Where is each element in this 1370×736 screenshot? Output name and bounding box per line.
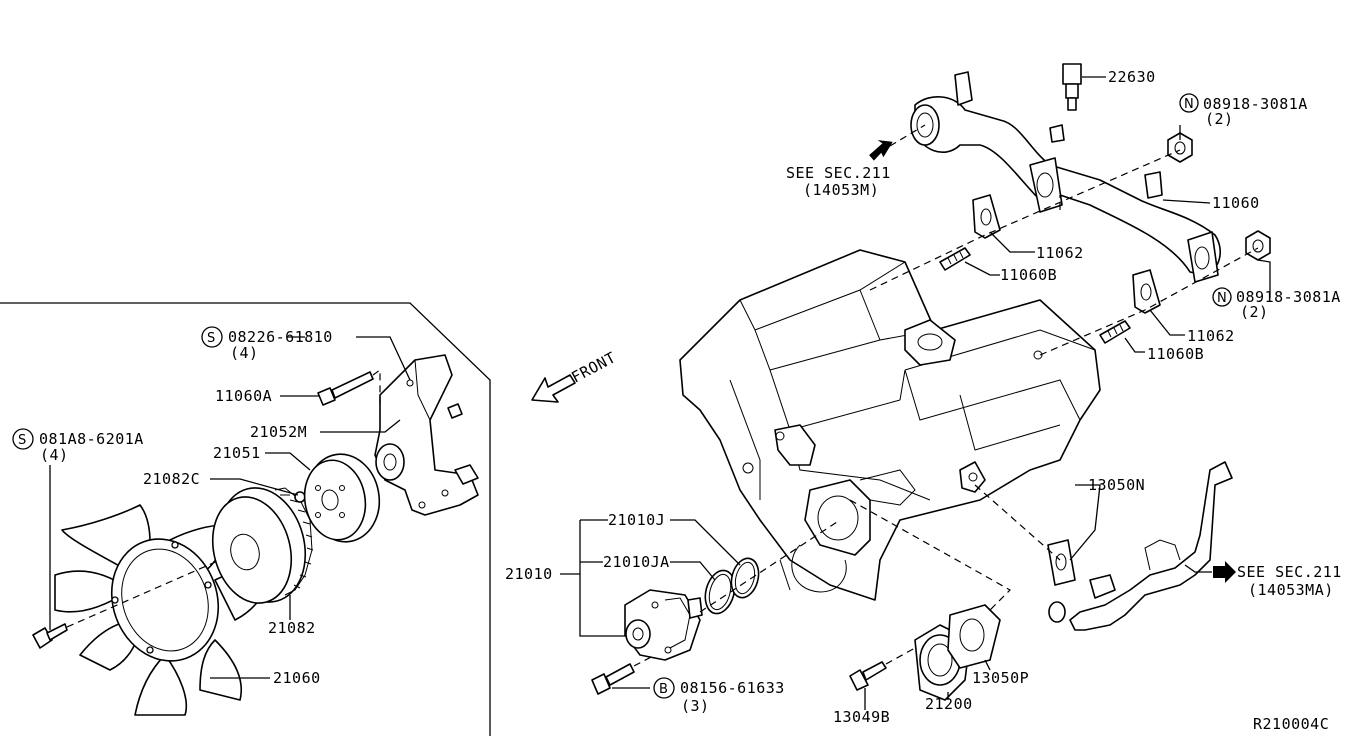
label-front: FRONT	[568, 348, 619, 386]
label-08918-top-qty: (2)	[1205, 110, 1234, 128]
label-081A8-qty: (4)	[40, 446, 69, 464]
inset-frame	[0, 302, 491, 736]
label-11060A: 11060A	[215, 387, 272, 405]
thermostat-bolt	[849, 661, 887, 691]
label-08918-mid: 08918-3081A	[1236, 288, 1341, 306]
o-ring-21010J	[730, 557, 760, 599]
nut-symbol-mid-letter: N	[1217, 291, 1227, 306]
fan-clutch	[211, 487, 314, 604]
front-arrow	[531, 374, 576, 403]
stud-top	[939, 247, 971, 271]
sealant-symbol-08226-letter: S	[207, 331, 215, 346]
sealant-symbol-081A8-letter: S	[18, 433, 26, 448]
o-ring-21010JA	[704, 569, 736, 615]
label-see-sec-top: SEE SEC.211	[786, 164, 891, 182]
label-11060B-mid: 11060B	[1147, 345, 1204, 363]
label-11060: 11060	[1212, 194, 1260, 212]
label-13050N: 13050N	[1088, 476, 1145, 494]
gasket-mid	[1132, 269, 1161, 314]
sealant-symbol-08226	[201, 326, 223, 348]
water-inlet-pipe	[1047, 461, 1233, 631]
engine-block	[679, 249, 1101, 601]
water-pump-bolt	[591, 663, 635, 695]
label-08226-qty: (4)	[230, 344, 259, 362]
fan-pulley	[303, 453, 381, 543]
stud-mid	[1099, 320, 1131, 344]
label-08226: 08226-61810	[228, 328, 333, 346]
nut-symbol-top-letter: N	[1184, 97, 1194, 112]
label-21010: 21010	[505, 565, 553, 583]
temperature-sensor	[1062, 63, 1082, 111]
label-08156-qty: (3)	[681, 697, 710, 715]
label-see-sec-right-ref: (14053MA)	[1248, 581, 1334, 599]
see-sec-right-arrow	[1213, 561, 1236, 583]
see-sec-top-arrow	[869, 140, 893, 161]
bracket-bolt	[317, 371, 374, 406]
label-11060B-top: 11060B	[1000, 266, 1057, 284]
label-08918-top: 08918-3081A	[1203, 95, 1308, 113]
label-081A8: 081A8-6201A	[39, 430, 144, 448]
label-11062-mid: 11062	[1187, 327, 1235, 345]
fan-bracket	[374, 354, 479, 516]
bolt-symbol-08156	[653, 677, 675, 699]
thermostat-gasket	[947, 604, 1001, 669]
label-13049B: 13049B	[833, 708, 890, 726]
bolt-symbol-08156-letter: B	[659, 682, 668, 697]
label-22630: 22630	[1108, 68, 1156, 86]
nut-symbol-mid	[1212, 287, 1232, 307]
label-21010JA: 21010JA	[603, 553, 670, 571]
fan-bolt	[32, 623, 68, 649]
label-see-sec-right: SEE SEC.211	[1237, 563, 1342, 581]
label-see-sec-top-ref: (14053M)	[803, 181, 879, 199]
label-21082C: 21082C	[143, 470, 200, 488]
bracket-nut	[447, 403, 463, 419]
nut-symbol-top	[1179, 93, 1199, 113]
label-08156: 08156-61633	[680, 679, 785, 697]
reference-code: R210004C	[1253, 715, 1329, 733]
label-11062-top: 11062	[1036, 244, 1084, 262]
gasket-top	[972, 194, 1001, 239]
water-pump	[624, 589, 703, 661]
label-21200: 21200	[925, 695, 973, 713]
label-21051: 21051	[213, 444, 261, 462]
nut-mid	[1245, 230, 1271, 261]
sealant-symbol-081A8	[12, 428, 34, 450]
label-21010J: 21010J	[608, 511, 665, 529]
label-21060: 21060	[273, 669, 321, 687]
label-21082: 21082	[268, 619, 316, 637]
label-08918-mid-qty: (2)	[1240, 303, 1269, 321]
fan-clutch-nut	[294, 491, 306, 503]
label-13050P: 13050P	[972, 669, 1029, 687]
label-21052M: 21052M	[250, 423, 307, 441]
